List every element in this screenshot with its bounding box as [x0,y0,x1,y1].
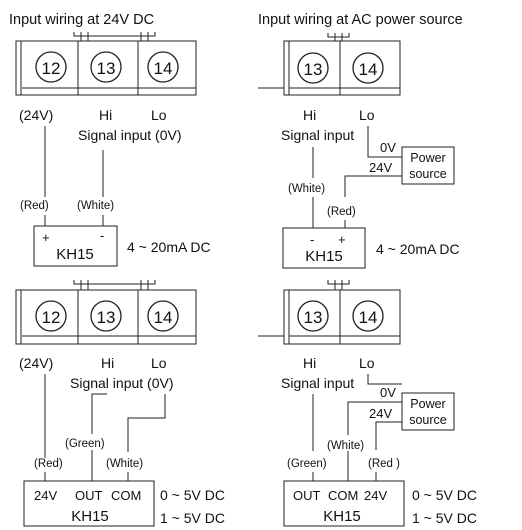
pin-out: OUT [293,488,321,503]
label-24v: 24V [369,160,392,175]
terminal-14 [352,52,384,84]
wire-label-white: (White) [288,183,325,195]
label-lo: Lo [151,355,167,371]
label-signal-input: Signal input [281,375,354,391]
kh15-label: KH15 [323,508,361,525]
terminal-13 [90,51,122,83]
wire-label-red: (Red) [34,458,63,470]
kh15-device-top-left: + - KH15 [33,225,118,267]
terminal-13-label: 13 [304,60,323,79]
title-24v-dc: Input wiring at 24V DC [9,12,154,28]
output-1-5v: 1 ~ 5V DC [412,510,477,526]
terminal-14 [352,300,384,332]
pin-com: COM [111,488,141,503]
terminal-block-top-left: 12 13 14 [15,32,197,96]
terminal-14-label: 14 [359,60,378,79]
label-lo: Lo [359,107,375,123]
wire-label-green: (Green) [287,458,327,470]
label-24v: 24V [369,406,392,421]
pin-24v: 24V [364,488,387,503]
terminal-block-bottom-right: 13 14 [258,280,401,345]
wire-label-white: (White) [327,440,364,452]
kh15-device-bottom-right: OUT COM 24V KH15 [283,480,405,527]
output-0-5v: 0 ~ 5V DC [412,487,477,503]
minus-sign: - [100,228,104,243]
output-1-5v: 1 ~ 5V DC [160,510,225,526]
label-hi: Hi [101,355,114,371]
label-0v: 0V [380,385,396,400]
terminal-13-label: 13 [97,59,116,78]
terminal-12-label: 12 [42,308,61,327]
label-signal-input: Signal input (0V) [70,375,174,391]
label-24v: (24V) [19,107,53,123]
plus-sign: + [338,232,346,247]
wire-label-white: (White) [106,458,143,470]
terminal-12 [35,300,67,332]
wire-label-red: (Red) [327,206,356,218]
output-0-5v: 0 ~ 5V DC [160,487,225,503]
pin-24v: 24V [34,488,57,503]
terminal-14 [147,300,179,332]
label-signal-input: Signal input [281,127,354,143]
kh15-device-bottom-left: 24V OUT COM KH15 [23,480,155,527]
title-ac-power: Input wiring at AC power source [258,12,463,28]
label-24v: (24V) [19,355,53,371]
output-4-20ma: 4 ~ 20mA DC [376,241,460,257]
terminal-14-label: 14 [154,59,173,78]
terminal-block-bottom-left: 12 13 14 [15,280,197,345]
label-lo: Lo [359,355,375,371]
terminal-12 [35,51,67,83]
power-source-line2: source [409,413,447,427]
terminal-13 [297,52,329,84]
wire-label-green: (Green) [65,438,105,450]
label-hi: Hi [303,107,316,123]
wire-label-red: (Red ) [368,458,400,470]
kh15-label: KH15 [56,246,94,263]
terminal-block-top-right: 13 14 [258,33,401,96]
panel-top-right-ac-power: Input wiring at AC power source 13 14 Hi… [258,12,463,269]
panel-bottom-left-24v-dc: 12 13 14 (24V) Hi Lo Signal input (0V) (… [15,280,225,527]
kh15-device-top-right: - + KH15 [282,227,366,269]
pin-out: OUT [75,488,103,503]
panel-bottom-right-ac-power: 13 14 Hi Lo Signal input 0V 24V Power so… [258,280,477,527]
label-lo: Lo [151,107,167,123]
panel-top-left-24v-dc: Input wiring at 24V DC 12 13 14 (24V) Hi… [9,12,211,267]
power-source-box-bottom-right: Power source [401,392,455,431]
output-4-20ma: 4 ~ 20mA DC [127,239,211,255]
terminal-13 [297,300,329,332]
terminal-12-label: 12 [42,59,61,78]
label-signal-input: Signal input (0V) [78,127,182,143]
kh15-label: KH15 [71,508,109,525]
terminal-13-label: 13 [304,308,323,327]
power-source-line1: Power [410,151,445,165]
plus-sign: + [42,230,50,245]
pin-com: COM [328,488,358,503]
terminal-14-label: 14 [359,308,378,327]
label-hi: Hi [99,107,112,123]
power-source-line1: Power [410,397,445,411]
label-0v: 0V [380,140,396,155]
label-hi: Hi [303,355,316,371]
wire-label-white: (White) [77,200,114,212]
kh15-label: KH15 [305,248,343,265]
terminal-14 [147,51,179,83]
terminal-13 [90,300,122,332]
terminal-13-label: 13 [97,308,116,327]
power-source-line2: source [409,167,447,181]
terminal-14-label: 14 [154,308,173,327]
power-source-box-top-right: Power source [401,146,455,185]
wire-label-red: (Red) [20,200,49,212]
minus-sign: - [310,232,314,247]
